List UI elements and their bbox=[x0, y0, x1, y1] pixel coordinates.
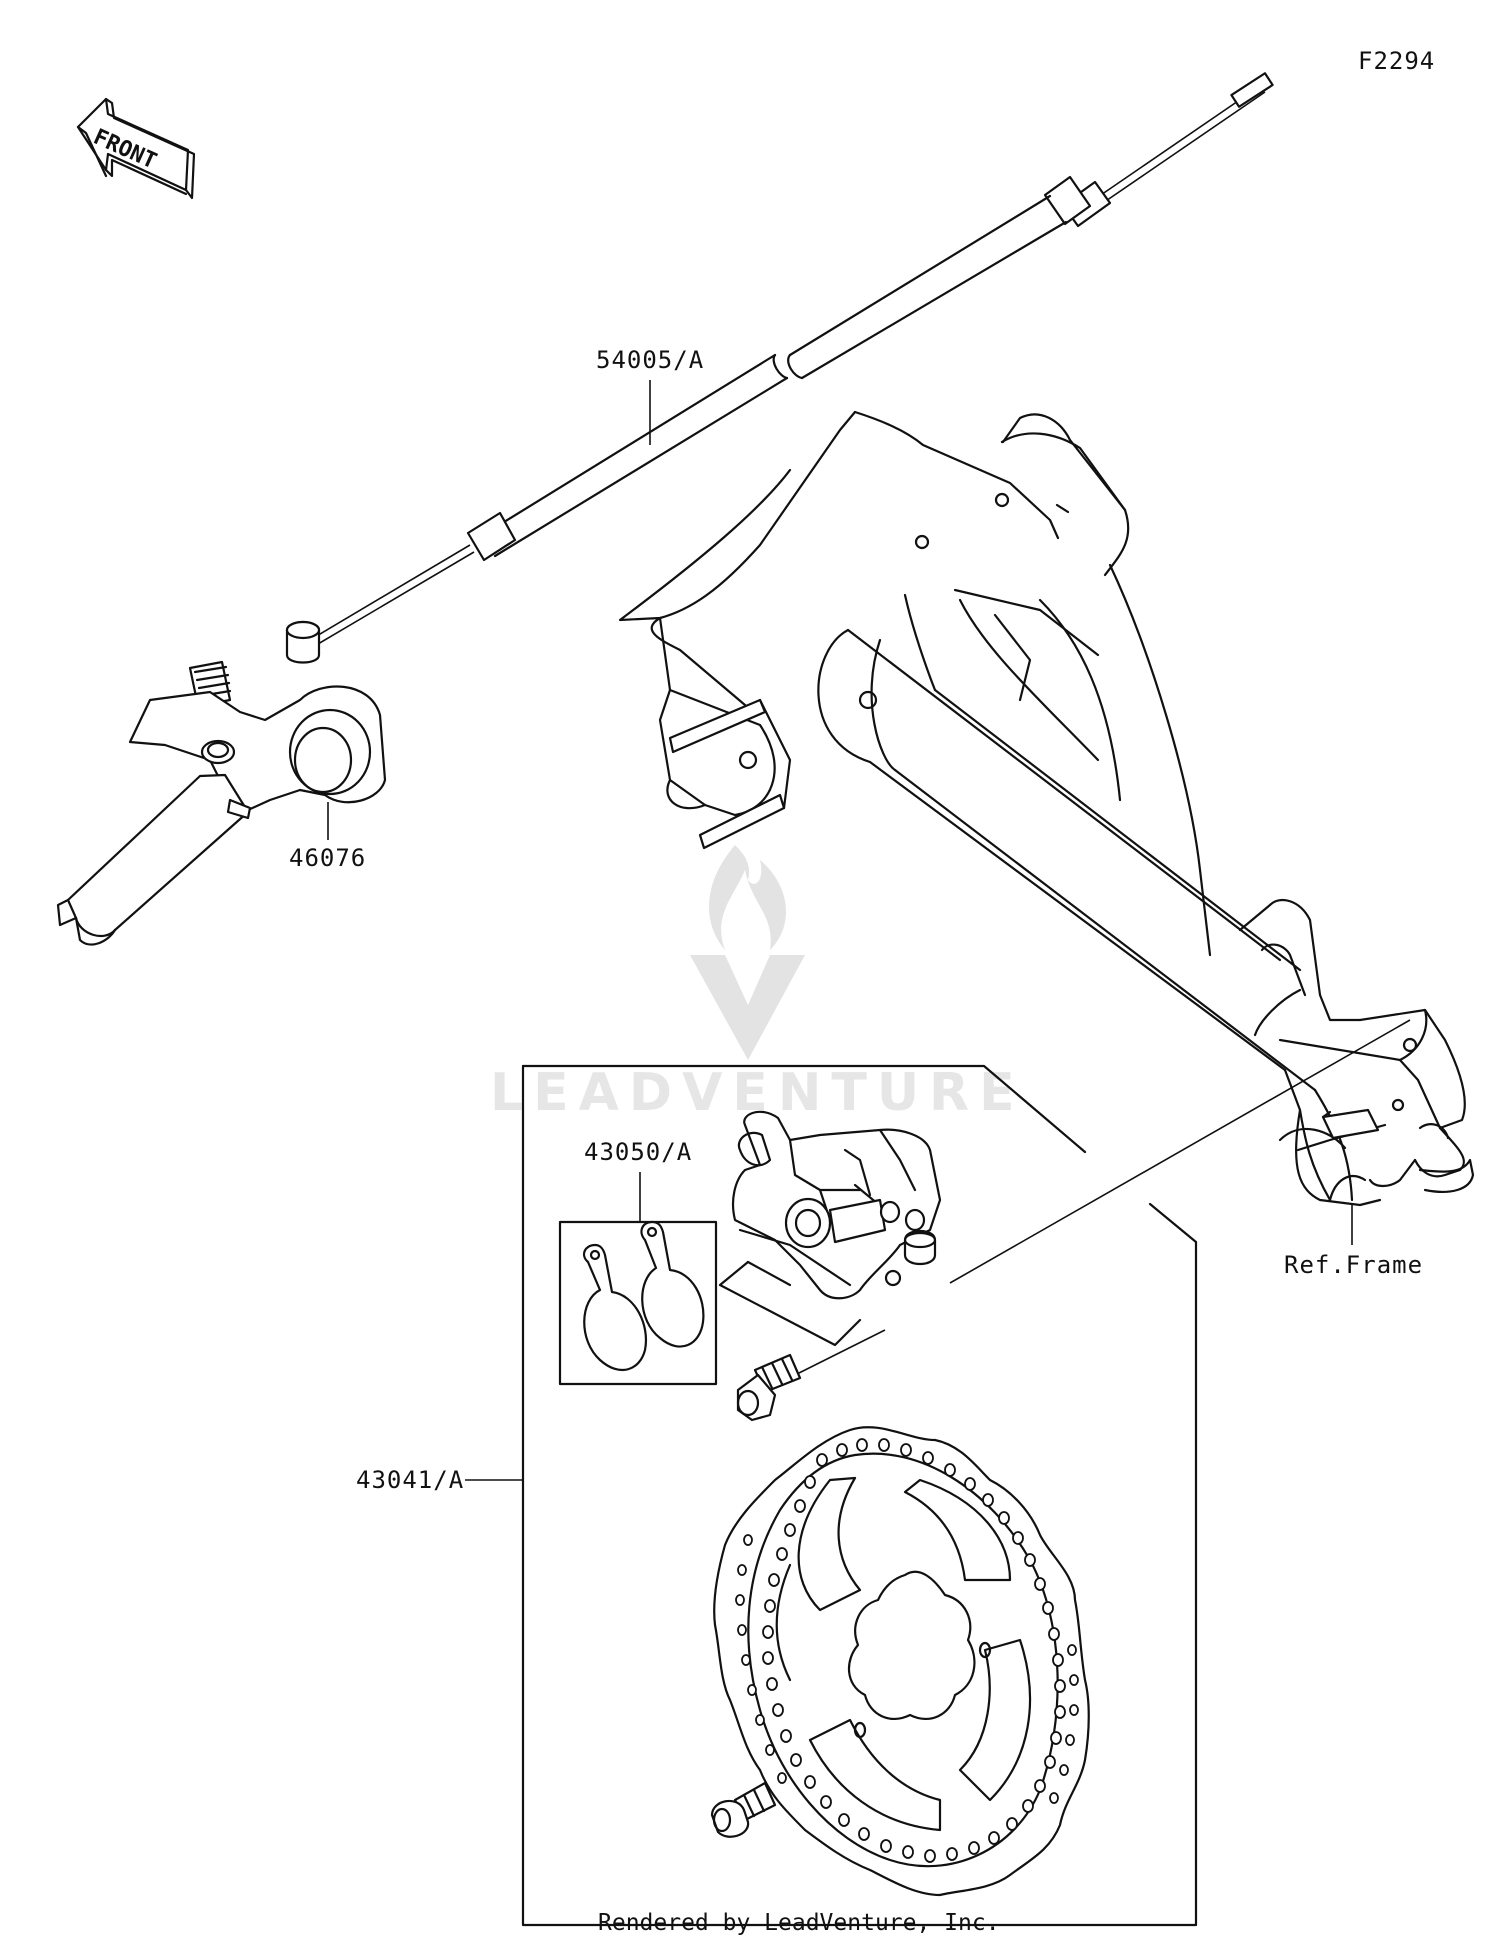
render-credit: Rendered by LeadVenture, Inc. bbox=[598, 1910, 1000, 1936]
leader-caliper-frame bbox=[949, 1019, 1411, 1284]
part-label-54005-a: 54005/A bbox=[596, 346, 704, 374]
brake-pads-box bbox=[558, 1220, 718, 1386]
rotor-holes bbox=[735, 1438, 1079, 1863]
part-label-46076: 46076 bbox=[289, 844, 366, 872]
rotor-bolt bbox=[710, 1781, 777, 1838]
part-label-ref-frame: Ref.Frame bbox=[1284, 1251, 1423, 1279]
leadventure-watermark: LEADVENTURE bbox=[490, 845, 1015, 1123]
assembly-box-top bbox=[521, 1064, 1087, 1154]
frame bbox=[618, 410, 1475, 1207]
part-label-43050-a: 43050/A bbox=[584, 1138, 692, 1166]
assembly-box bbox=[521, 1064, 1198, 1927]
leader-bolt-caliper bbox=[794, 1329, 886, 1376]
caliper-bolt bbox=[736, 1353, 802, 1422]
diagram-code: F2294 bbox=[1358, 47, 1435, 75]
brake-rotor bbox=[713, 1426, 1090, 1897]
brake-caliper bbox=[718, 1110, 942, 1347]
brake-pads bbox=[582, 1220, 705, 1371]
front-arrow-icon: FRONT bbox=[76, 97, 196, 200]
brake-cable bbox=[285, 72, 1274, 664]
part-label-43041-a: 43041/A bbox=[356, 1466, 464, 1494]
brake-lever bbox=[56, 660, 387, 946]
